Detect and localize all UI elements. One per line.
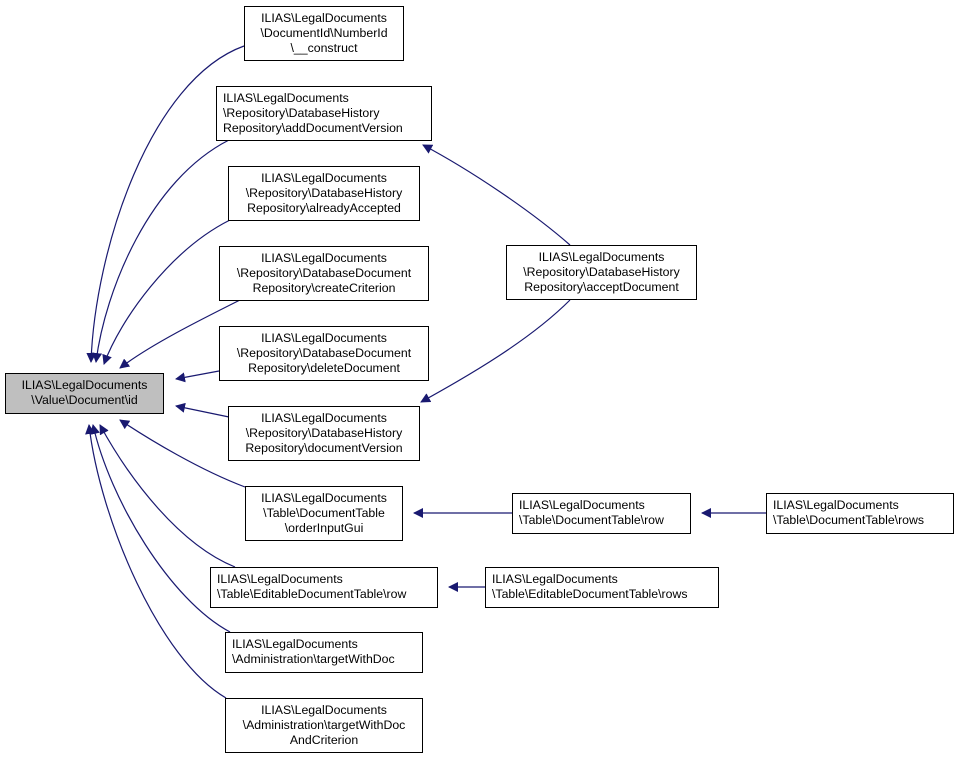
node-numberid-construct[interactable]: ILIAS\LegalDocuments \DocumentId\NumberI… <box>244 6 404 61</box>
node-document-table-row[interactable]: ILIAS\LegalDocuments \Table\DocumentTabl… <box>512 493 691 534</box>
edge-add-document-version-to-main <box>92 139 230 363</box>
node-target-with-doc[interactable]: ILIAS\LegalDocuments \Administration\tar… <box>225 632 423 673</box>
node-target-with-doc-criterion[interactable]: ILIAS\LegalDocuments \Administration\tar… <box>225 698 423 753</box>
edge-target-with-doc-criterion-to-main <box>85 424 227 699</box>
node-delete-document[interactable]: ILIAS\LegalDocuments \Repository\Databas… <box>219 326 429 381</box>
edge-target-with-doc-to-main <box>90 424 231 633</box>
node-main: ILIAS\LegalDocuments \Value\Document\id <box>5 373 164 414</box>
node-editable-rows[interactable]: ILIAS\LegalDocuments \Table\EditableDocu… <box>485 567 719 608</box>
node-order-input-gui[interactable]: ILIAS\LegalDocuments \Table\DocumentTabl… <box>245 486 403 541</box>
node-add-document-version[interactable]: ILIAS\LegalDocuments \Repository\Databas… <box>216 86 432 141</box>
node-accept-document[interactable]: ILIAS\LegalDocuments \Repository\Databas… <box>506 245 697 300</box>
edge-numberid-construct-to-main <box>86 45 245 363</box>
edge-editable-row-to-main <box>99 424 236 568</box>
edge-accept-document-to-document-version <box>420 299 571 403</box>
node-document-table-rows[interactable]: ILIAS\LegalDocuments \Table\DocumentTabl… <box>766 493 954 534</box>
edge-already-accepted-to-main <box>102 219 231 365</box>
node-already-accepted[interactable]: ILIAS\LegalDocuments \Repository\Databas… <box>228 166 420 221</box>
node-create-criterion[interactable]: ILIAS\LegalDocuments \Repository\Databas… <box>219 246 429 301</box>
node-document-version[interactable]: ILIAS\LegalDocuments \Repository\Databas… <box>228 406 420 461</box>
edge-accept-document-to-add-document-version <box>422 144 571 246</box>
edge-order-input-gui-to-main <box>119 419 246 488</box>
edge-delete-document-to-main <box>175 370 220 383</box>
edge-document-version-to-main <box>175 402 230 418</box>
node-editable-row[interactable]: ILIAS\LegalDocuments \Table\EditableDocu… <box>210 567 438 608</box>
edge-create-criterion-to-main <box>119 299 241 369</box>
